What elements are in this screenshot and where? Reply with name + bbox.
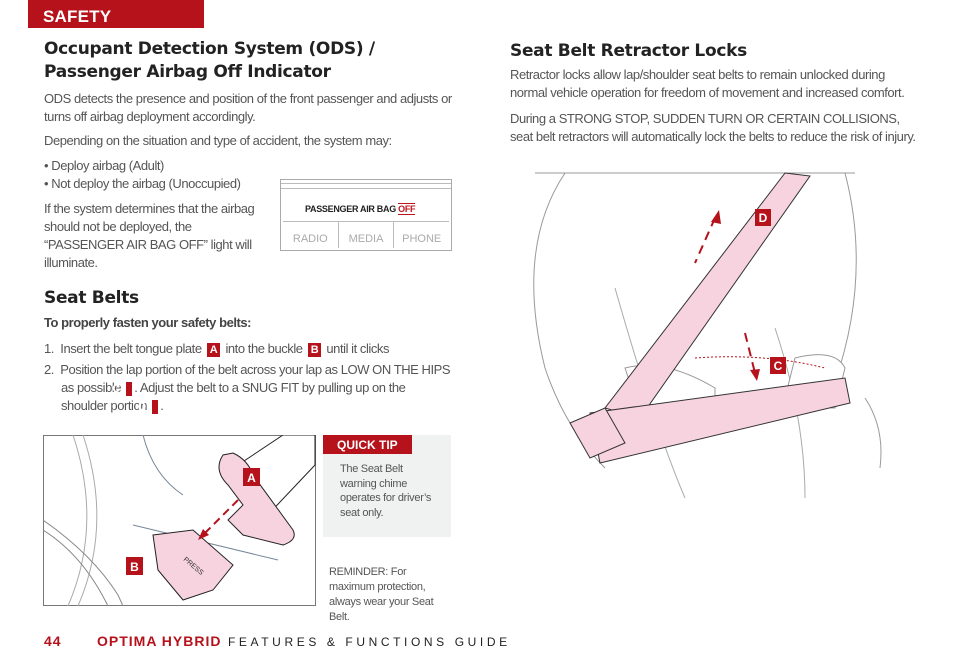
radio-button: RADIO: [283, 222, 339, 248]
retractor-para2: During a STRONG STOP, SUDDEN TURN OR CER…: [510, 111, 916, 144]
ods-title-line2: Passenger Airbag Off Indicator: [44, 62, 331, 82]
retractor-para1: Retractor locks allow lap/shoulder seat …: [510, 67, 905, 100]
label-b: B: [130, 560, 139, 574]
ods-para2: Depending on the situation and type of a…: [44, 133, 392, 148]
seat-belts-subtitle: To properly fasten your safety belts:: [44, 315, 252, 330]
tag-b: B: [307, 343, 322, 357]
label-a: A: [247, 471, 256, 485]
ods-title-line1: Occupant Detection System (ODS) /: [44, 39, 375, 59]
footer-guide: FEATURES & FUNCTIONS GUIDE: [228, 635, 511, 649]
reminder-text: REMINDER: For maximum protection, always…: [329, 566, 434, 623]
off-indicator: OFF: [398, 203, 416, 215]
seat-belts-title: Seat Belts: [44, 288, 139, 308]
tag-a: A: [206, 343, 221, 357]
quick-tip-box: QUICK TIP The Seat Belt warning chime op…: [323, 435, 451, 537]
label-d: D: [759, 211, 768, 225]
step-2: 2. Position the lap portion of the belt …: [44, 362, 451, 414]
buckle-illustration: PRESS A B: [43, 435, 316, 606]
tag-d: D: [138, 400, 159, 414]
step-1: 1. Insert the belt tongue plate A into t…: [44, 341, 390, 357]
ods-bullets: • Deploy airbag (Adult) • Not deploy the …: [44, 157, 241, 193]
page-number: 44: [44, 633, 62, 649]
quick-tip-label: QUICK TIP: [323, 435, 412, 454]
footer-brand: OPTIMA HYBRID: [97, 633, 222, 649]
ods-para1: ODS detects the presence and position of…: [44, 91, 452, 124]
ods-para3: If the system determines that the airbag…: [44, 201, 255, 270]
ods-title: Occupant Detection System (ODS) / Passeng…: [44, 38, 375, 84]
section-header: SAFETY FEATURES: [28, 0, 204, 46]
airbag-off-panel: PASSENGER AIR BAG OFF RADIO MEDIA PHONE: [280, 179, 452, 251]
bullet-item: • Deploy airbag (Adult): [44, 158, 164, 173]
phone-button: PHONE: [402, 233, 442, 245]
airbag-indicator: PASSENGER AIR BAG OFF: [305, 203, 416, 215]
tag-c: C: [112, 382, 133, 396]
media-button: MEDIA: [339, 222, 395, 248]
label-c: C: [774, 359, 783, 373]
retractor-title: Seat Belt Retractor Locks: [510, 41, 747, 61]
retractor-illustration: D C: [533, 172, 882, 499]
quick-tip-text: The Seat Belt warning chime operates for…: [340, 463, 432, 519]
bullet-item: • Not deploy the airbag (Unoccupied): [44, 176, 241, 191]
